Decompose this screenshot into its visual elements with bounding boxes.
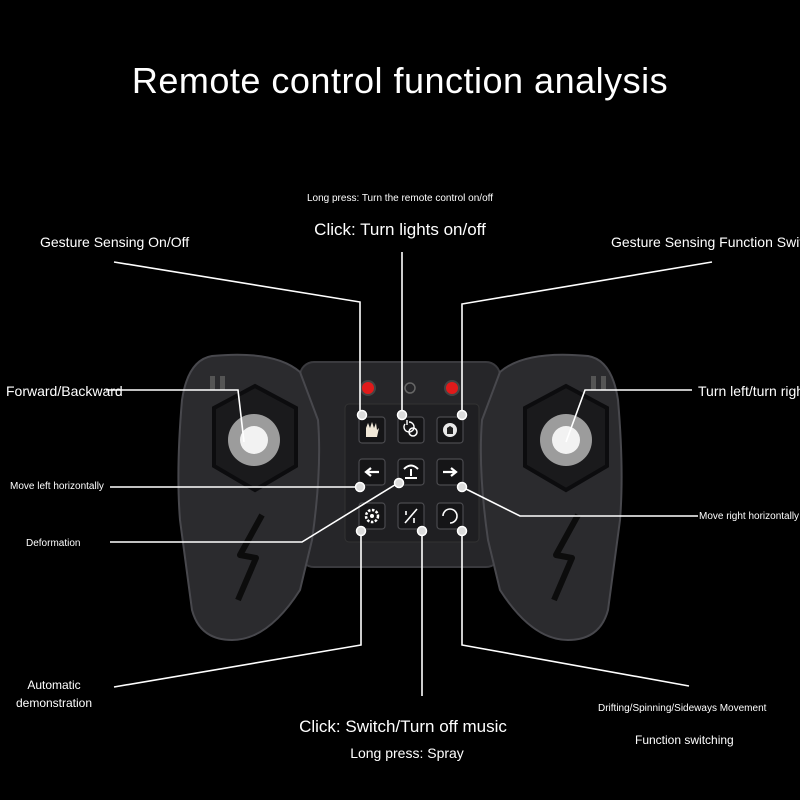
label-drift: Drifting/Spinning/Sideways Movement <box>598 703 767 714</box>
transform-icon <box>403 464 419 479</box>
left-button[interactable] <box>358 458 386 486</box>
label-click-lights: Click: Turn lights on/off <box>314 220 486 239</box>
label-click-music: Click: Switch/Turn off music <box>299 717 507 736</box>
light-button[interactable] <box>397 416 425 444</box>
deform-button[interactable] <box>397 458 425 486</box>
demo-button[interactable] <box>358 502 386 530</box>
label-long-press-spray: Long press: Spray <box>350 745 464 761</box>
arrow-left-icon <box>364 467 379 477</box>
mic-hole <box>404 382 416 394</box>
callout-gesture <box>113 261 361 415</box>
indicator-light-right <box>444 380 460 396</box>
label-deformation: Deformation <box>26 538 81 549</box>
left-joystick[interactable] <box>212 383 298 493</box>
callout-demo <box>113 531 362 688</box>
callout-forward <box>106 389 245 443</box>
label-move-right: Move right horizontally <box>699 511 800 522</box>
rotate-360-icon <box>442 508 458 524</box>
music-spray-button[interactable] <box>397 502 425 530</box>
music-spray-icon <box>404 508 418 524</box>
gear-icon <box>364 508 380 524</box>
hand-icon <box>366 422 379 437</box>
right-button[interactable] <box>436 458 464 486</box>
callout-move-right <box>461 486 698 517</box>
label-auto-demo-2: demonstration <box>15 696 93 710</box>
indicator-light-left <box>360 380 376 396</box>
label-move-left: Move left horizontally <box>10 481 104 492</box>
callout-gesture-switch <box>461 261 713 415</box>
label-auto-demo-1: Automatic <box>27 678 81 692</box>
label-forward-backward: Forward/Backward <box>6 383 123 399</box>
gesture-button[interactable] <box>358 416 386 444</box>
callout-turn <box>565 389 692 443</box>
label-function-switching: Function switching <box>635 733 734 747</box>
label-turn-left-right: Turn left/turn right <box>698 383 800 399</box>
callout-dots <box>354 409 468 537</box>
callout-lines <box>106 252 713 696</box>
gesture-switch-button[interactable] <box>436 416 464 444</box>
label-long-press-power: Long press: Turn the remote control on/o… <box>306 193 494 204</box>
arrow-right-icon <box>443 467 458 477</box>
drift-button[interactable] <box>436 502 464 530</box>
gesture-switch-icon <box>443 423 457 437</box>
light-power-icon <box>403 420 418 437</box>
right-joystick[interactable] <box>523 383 609 493</box>
callout-deformation <box>110 482 399 543</box>
label-gesture-switch: Gesture Sensing Function Switch <box>611 234 800 250</box>
page-title: Remote control function analysis <box>131 60 669 101</box>
callout-drift <box>461 531 690 687</box>
label-gesture-on-off: Gesture Sensing On/Off <box>40 234 190 250</box>
